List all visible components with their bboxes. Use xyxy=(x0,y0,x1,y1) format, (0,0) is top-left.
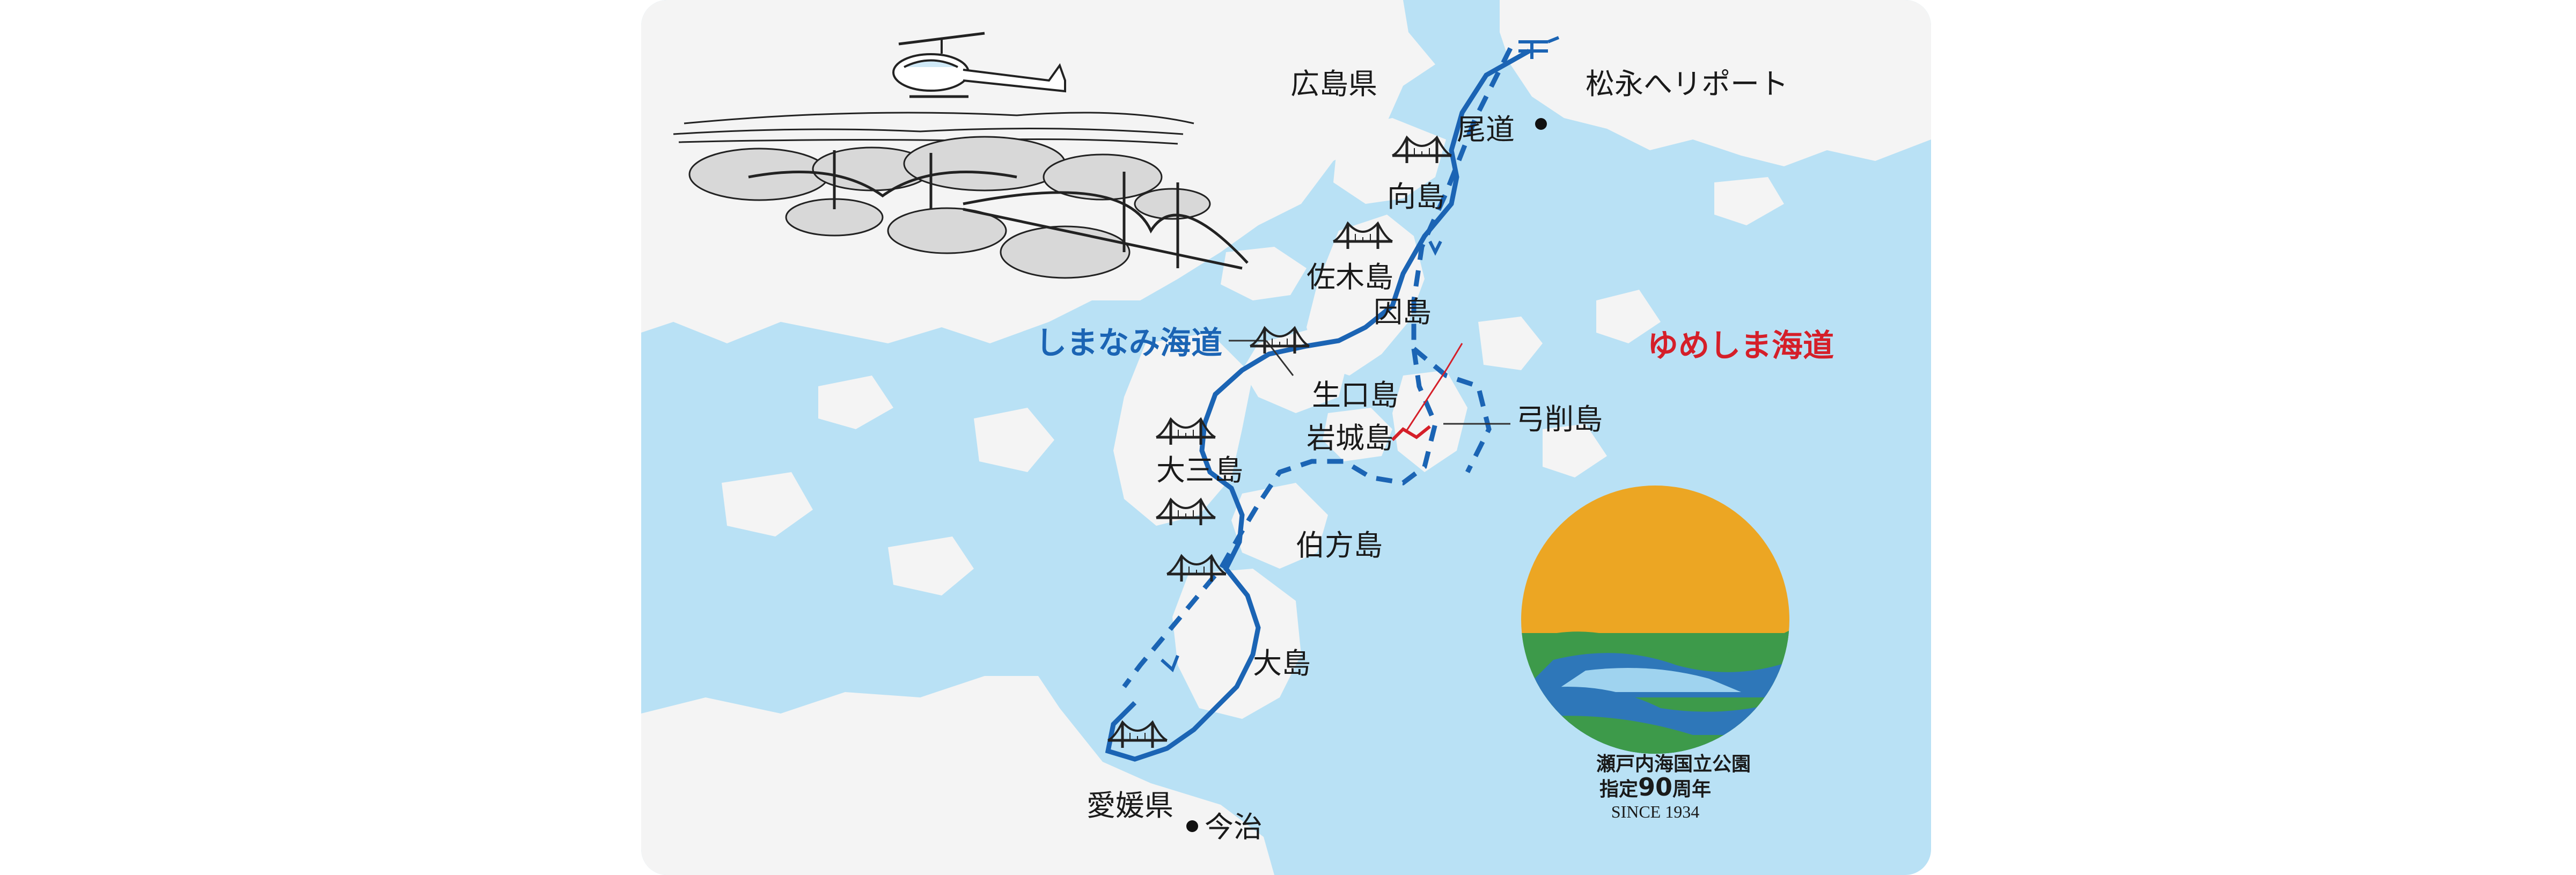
oshima-land xyxy=(1172,569,1301,719)
innoshima-land xyxy=(1307,215,1425,376)
mukaishima-land xyxy=(1333,118,1446,204)
honshu-east-land xyxy=(1500,0,1931,166)
label-yumeshima: ゆめしま海道 xyxy=(1647,327,1834,364)
label-imabari: 今治 xyxy=(1205,810,1263,844)
label-ehime: 愛媛県 xyxy=(1087,789,1173,822)
national-park-emblem xyxy=(1521,486,1789,754)
logo-subtitle-number: 90 xyxy=(1638,773,1672,802)
label-sakishima: 佐木島 xyxy=(1307,260,1393,294)
map-canvas xyxy=(641,0,1931,875)
label-iwagijima: 岩城島 xyxy=(1307,421,1393,455)
shimanami-route-line xyxy=(1105,47,1531,762)
small-island-7 xyxy=(818,376,893,429)
yugeshima-land xyxy=(1392,370,1467,472)
imabari-marker xyxy=(1186,820,1198,832)
logo-subtitle-suffix: 周年 xyxy=(1672,778,1712,800)
yumeshima-route-line xyxy=(1391,343,1463,442)
hakatajima-land xyxy=(1231,483,1328,569)
logo-title-text: 瀬戸内海国立公園 xyxy=(1596,753,1751,775)
logo-title: 瀬戸内海国立公園 xyxy=(1596,748,1751,776)
label-mukaishima: 向島 xyxy=(1387,180,1445,214)
label-hakatajima: 伯方島 xyxy=(1296,528,1383,562)
small-island-3 xyxy=(722,472,813,536)
label-yugeshima: 弓削島 xyxy=(1516,402,1603,436)
small-island-6 xyxy=(1596,290,1661,343)
helicopter-icon xyxy=(892,32,1066,98)
logo-subtitle-prefix: 指定 xyxy=(1599,778,1638,800)
label-shimanami: しまなみ海道 xyxy=(1036,325,1223,361)
iwagijima-land xyxy=(1323,408,1392,461)
omishima-land xyxy=(1113,333,1253,526)
onomichi-marker xyxy=(1535,118,1547,130)
illustration-landscape xyxy=(673,32,1249,279)
land-areas xyxy=(641,0,1931,875)
label-onomichi: 尾道 xyxy=(1457,113,1515,146)
label-heliport: 松永へリポート xyxy=(1586,67,1788,101)
label-ikuchijima: 生口島 xyxy=(1312,378,1399,412)
shikoku-ehime-land xyxy=(641,676,1274,875)
label-hiroshima: 広島県 xyxy=(1290,67,1377,101)
logo-since: SINCE 1934 xyxy=(1611,802,1700,821)
small-island-1 xyxy=(1478,317,1543,370)
small-island-2 xyxy=(974,408,1054,472)
small-island-8 xyxy=(1714,177,1784,225)
ikuchijima-land xyxy=(1242,327,1349,413)
small-island-5 xyxy=(1543,424,1607,477)
logo-subtitle: 指定90周年 xyxy=(1596,773,1714,802)
map-frame: 広島県 尾道 松永へリポート 向島 佐木島 因島 しまなみ海道 ゆめしま海道 生… xyxy=(641,0,1931,875)
sakishima-land xyxy=(1221,247,1307,300)
label-oshima: 大島 xyxy=(1253,646,1311,680)
small-island-4 xyxy=(888,536,974,595)
heliport-icon xyxy=(1518,36,1560,59)
label-omishima: 大三島 xyxy=(1156,453,1243,487)
bridge-icon xyxy=(1108,722,1167,748)
label-innoshima: 因島 xyxy=(1374,295,1432,329)
